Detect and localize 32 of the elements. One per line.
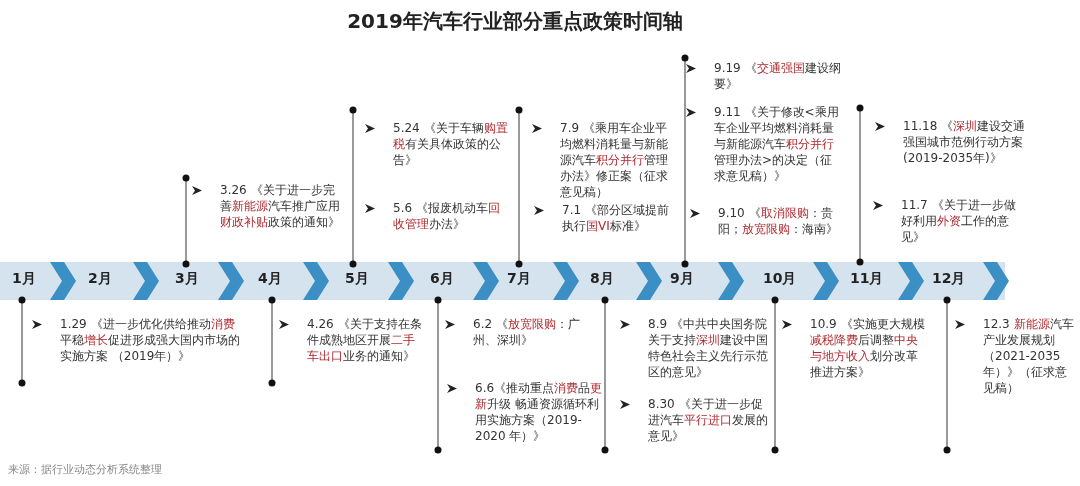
policy-text: 9.10 《取消限购：贵阳；放宽限购：海南》: [718, 205, 839, 237]
month-label: 10月: [763, 270, 797, 288]
month-label: 3月: [175, 270, 199, 288]
policy-text: 6.6《推动重点消费品更新升级 畅通资源循环利用实施方案（2019-2020 年）》: [475, 380, 603, 444]
policy-text: 11.7 《关于进一步做好利用外资工作的意见》: [901, 197, 1017, 245]
month-label: 12月: [932, 270, 966, 288]
policy-text: 1.29 《进一步优化供给推动消费平稳增长促进形成强大国内市场的实施方案 （2019年）》: [60, 316, 241, 364]
policy-text: 7.1 《部分区域提前执行国VI标准》: [562, 202, 670, 234]
policy-text: 4.26 《关于支持在条件成熟地区开展二手车出口业务的通知》: [307, 316, 423, 364]
month-label: 5月: [345, 270, 369, 288]
policy-text: 5.6 《报废机动车回收管理办法》: [393, 200, 501, 232]
month-label: 6月: [430, 270, 454, 288]
policy-text: 10.9 《实施更大规模减税降费后调整中央与地方收入划分改革推进方案》: [810, 316, 926, 380]
month-label: 8月: [590, 270, 614, 288]
policy-text: 11.18 《深圳建设交通强国城市范例行动方案(2019-2035年)》: [903, 118, 1027, 166]
month-label: 11月: [850, 270, 884, 288]
month-label: 7月: [507, 270, 531, 288]
policy-text: 12.3 新能源汽车产业发展规划（2021-2035年）》（征求意见稿）: [983, 316, 1075, 396]
source-note: 来源：据行业动态分析系统整理: [8, 462, 162, 478]
month-label: 1月: [12, 270, 36, 288]
policy-text: 5.24 《关于车辆购置税有关具体政策的公告》: [393, 120, 509, 168]
month-label: 2月: [88, 270, 112, 288]
policy-text: 9.19 《交通强国建设纲要》: [714, 60, 842, 92]
policy-text: 6.2 《放宽限购：广州、深圳》: [473, 316, 581, 348]
policy-text: 3.26 《关于进一步完善新能源汽车推广应用财政补贴政策的通知》: [220, 182, 341, 230]
policy-text: 7.9 《乘用车企业平均燃料消耗量与新能源汽车积分并行管理办法》修正案（征求意见稿）: [560, 120, 669, 200]
policy-text: 8.30 《关于进一步促进汽车平行进口发展的意见》: [648, 396, 768, 444]
diagram-title: 2019年汽车行业部分重点政策时间轴: [346, 8, 684, 35]
policy-text: 9.11 《关于修改<乘用车企业平均燃料消耗量与新能源汽车积分并行管理办法>的决定（征求意见稿）》: [714, 104, 840, 184]
month-label: 9月: [670, 270, 694, 288]
policy-text: 8.9 《中共中央国务院关于支持深圳建设中国特色社会主义先行示范区的意见》: [648, 316, 768, 380]
month-label: 4月: [258, 270, 282, 288]
